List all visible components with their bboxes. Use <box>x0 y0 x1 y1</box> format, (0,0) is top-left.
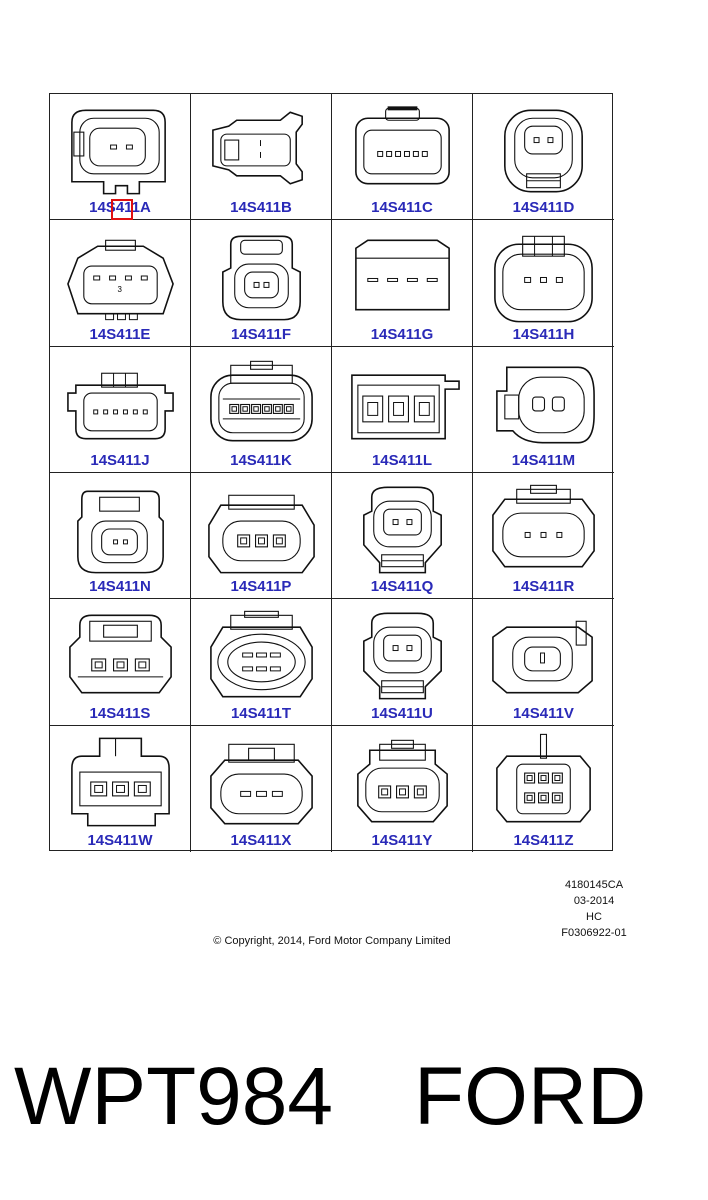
connector-label: 14S411Q <box>370 578 434 596</box>
connector-drawing <box>210 743 313 825</box>
connector-label: 14S411K <box>230 451 292 469</box>
connector-drawing <box>363 486 442 574</box>
connector-drawing <box>212 111 303 185</box>
connector-drawing <box>496 366 595 444</box>
connector-drawing <box>363 612 442 700</box>
connector-drawing <box>357 739 448 823</box>
connector-drawing <box>351 374 460 440</box>
connector-drawing: 3 <box>67 240 174 321</box>
connector-drawing <box>504 109 583 193</box>
connector-drawing <box>71 737 170 827</box>
brand-name: FORD <box>414 1051 647 1142</box>
copyright-text: © Copyright, 2014, Ford Motor Company Li… <box>213 935 451 947</box>
connector-cell-14s411w: 14S411W <box>50 725 191 852</box>
connector-cell-14s411j: 14S411J <box>50 346 191 473</box>
connector-label: 14S411T <box>230 704 292 722</box>
connector-cell-14s411l: 14S411L <box>332 346 473 473</box>
connector-drawing <box>222 235 301 321</box>
reference-block: 4180145CA 03-2014 HC F0306922-01 <box>540 877 648 941</box>
connector-label: 14S411V <box>513 704 574 722</box>
connector-cell-14s411e: 3 14S411E <box>50 220 191 347</box>
connector-label: 14S411H <box>512 325 575 343</box>
connector-drawing <box>71 109 166 195</box>
connector-label: 14S411R <box>512 578 575 596</box>
connector-drawing <box>77 490 164 574</box>
connector-cell-14s411q: 14S411Q <box>332 473 473 600</box>
connector-label: 14S411C <box>371 199 433 217</box>
svg-text:3: 3 <box>118 285 123 294</box>
connector-drawing <box>492 484 595 568</box>
part-number: WPT984 <box>14 1051 333 1142</box>
connector-cell-14s411z: 14S411Z <box>473 726 614 852</box>
connector-label: 14S411S <box>89 704 151 722</box>
connector-label: 14S411M <box>511 451 576 469</box>
connector-drawing <box>494 236 593 323</box>
connector-label: 14S411F <box>230 325 292 343</box>
connector-label: 14S411P <box>230 578 292 596</box>
connector-cell-14s411b: 14S411B <box>191 94 332 221</box>
connector-label: 14S411L <box>371 451 433 469</box>
connector-label: 14S411N <box>89 578 151 596</box>
connector-drawing <box>67 372 174 440</box>
connector-label: 14S411B <box>230 199 292 217</box>
connector-cell-14s411p: 14S411P <box>191 473 332 600</box>
connector-drawing <box>496 733 591 823</box>
connector-cell-14s411t: 14S411T <box>191 599 332 726</box>
connector-cell-14s411r: 14S411R <box>473 473 614 600</box>
connector-label: 14S411Z <box>513 831 574 849</box>
connector-drawing <box>208 494 315 574</box>
connector-label: 14S411X <box>230 831 292 849</box>
connector-cell-14s411f: 14S411F <box>191 220 332 347</box>
connector-drawing <box>492 621 593 694</box>
connector-cell-14s411v: 14S411V <box>473 599 614 726</box>
connector-cell-14s411s: 14S411S <box>50 599 191 726</box>
connector-cell-14s411k: 14S411K <box>191 346 332 473</box>
connector-cell-14s411m: 14S411M <box>473 347 614 473</box>
connector-drawing <box>69 614 172 694</box>
connector-cell-14s411x: 14S411X <box>191 725 332 852</box>
connector-cell-14s411y: 14S411Y <box>332 725 473 852</box>
connector-label: 14S411Y <box>371 831 433 849</box>
connector-cell-14s411u: 14S411U <box>332 599 473 726</box>
connector-drawing <box>355 106 450 185</box>
connector-grid: 14S411A 14S411B 14S411C 14S411D 3 14S411… <box>49 93 614 852</box>
connector-cell-14s411n: 14S411N <box>50 473 191 600</box>
connector-cell-14s411g: 14S411G <box>332 220 473 347</box>
connector-drawing <box>355 239 450 311</box>
reference-code: 4180145CA <box>564 879 624 891</box>
connector-cell-14s411h: 14S411H <box>473 220 614 347</box>
connector-label: 14S411E <box>89 325 151 343</box>
connector-cell-14s411c: 14S411C <box>332 94 473 221</box>
connector-label: 14S411U <box>371 704 433 722</box>
connector-label: 14S411G <box>370 325 434 343</box>
reference-figure: F0306922-01 <box>561 927 627 939</box>
connector-drawing <box>210 360 313 442</box>
connector-cell-14s411d: 14S411D <box>473 94 614 221</box>
connector-label: 14S411A <box>89 199 151 217</box>
connector-label: 14S411J <box>90 451 150 469</box>
connector-label: 14S411W <box>87 831 153 849</box>
connector-label: 14S411D <box>512 199 575 217</box>
reference-date: 03-2014 <box>573 895 615 907</box>
connector-drawing <box>210 611 313 698</box>
reference-initials: HC <box>586 911 602 923</box>
highlight-marker <box>111 199 133 220</box>
